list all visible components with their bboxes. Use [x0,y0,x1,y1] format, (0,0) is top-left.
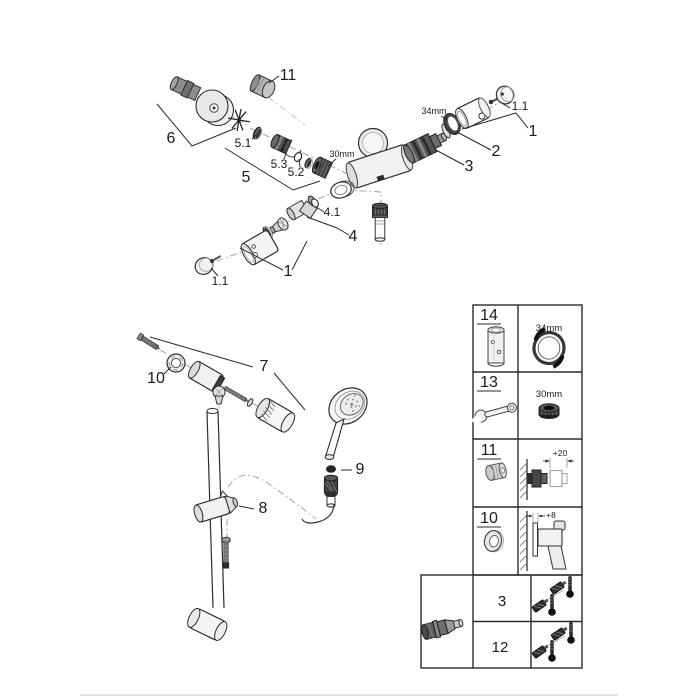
size-30mm: 30mm [329,149,354,159]
valve-bottom-outlet [330,180,355,199]
plug-cap-icon [485,462,507,481]
holder-cover-cap [255,397,296,433]
wall-union-nipple [169,76,202,102]
callout-2: 2 [492,143,501,160]
footer-divider [80,694,618,696]
slider-screw [221,536,231,569]
handle-grip [240,230,279,266]
leader-lines [149,336,352,510]
open-end-wrench-icon [471,402,517,426]
callout-6: 6 [167,130,176,147]
rail-exploded-view: 10 7 9 8 [136,332,368,642]
washer-icon [483,529,505,553]
table-number-11: 11 [481,442,498,459]
callout-1-top: 1 [529,123,538,140]
leader-lines [156,75,529,277]
ring-spanner-34mm-icon [532,327,566,369]
wall-screw [136,332,160,350]
star-seal [228,109,250,131]
callout-10: 10 [147,370,165,387]
o-ring-4-1 [310,198,320,208]
table-number-10: 10 [480,510,498,527]
table-size-34mm: 34mm [536,323,562,334]
callout-5-3: 5.3 [271,157,288,171]
check-valve-5-3 [270,133,293,155]
non-return-valve-icon [421,619,464,640]
callout-4-1: 4.1 [324,205,341,219]
table-number-14: 14 [480,307,498,324]
handle-star-mechanism [269,217,289,234]
dome-escutcheon [495,85,515,105]
wall-spacer-8-icon: +8 [519,510,567,571]
hose-nipple [372,202,388,242]
callout-8: 8 [259,500,268,517]
callout-9: 9 [356,461,365,478]
rail-foot [187,607,228,642]
hand-shower [324,387,368,460]
cartridge-sleeve-icon [487,326,505,367]
shower-hose [301,504,335,524]
callout-11: 11 [280,67,297,84]
holder-screw [223,385,254,407]
holder-swivel-joint [212,385,226,405]
escutcheon-disc [195,89,235,127]
thermostatic-cartridge [403,132,448,164]
callout-4: 4 [349,228,358,245]
mixer-exploded-view: 11 6 5.1 5.3 5.2 5 30mm 34mm 1.1 1 2 3 4… [156,67,538,288]
hose-o-ring [326,465,336,473]
callout-1-bottom: 1 [284,263,293,280]
table-number-13: 13 [480,374,498,391]
callout-5-1: 5.1 [235,136,252,150]
table-size-plus20: +20 [553,448,568,458]
service-parts-table: 14 34mm 13 30mm [420,304,583,669]
wall-washer [166,353,186,373]
table-grid [420,304,583,669]
table-size-plus8: +8 [546,510,556,520]
cap-part-11 [249,74,276,99]
nut-30mm-icon [538,403,560,419]
callout-1-1-top: 1.1 [512,99,529,113]
hose-nut [323,474,339,508]
table-number-12: 12 [492,639,509,656]
wall-extension-20-icon: +20 [519,448,574,500]
callout-5-2: 5.2 [288,165,305,179]
locking-ring-34mm [443,113,461,135]
callout-5: 5 [242,169,251,186]
callout-1-1-bottom: 1.1 [212,274,229,288]
handle-screw [210,255,222,263]
table-size-30mm: 30mm [536,389,562,400]
union-nut-30mm [311,156,334,179]
spacer-ring [304,157,314,169]
callout-3: 3 [465,158,474,175]
rail-slider [193,490,239,523]
table-number-3: 3 [498,593,506,610]
callout-7: 7 [260,358,269,375]
cover-sleeve [455,97,491,129]
grease-and-thermometer-icon [531,576,575,662]
size-34mm: 34mm [421,106,446,116]
o-ring-5-2 [293,151,303,163]
